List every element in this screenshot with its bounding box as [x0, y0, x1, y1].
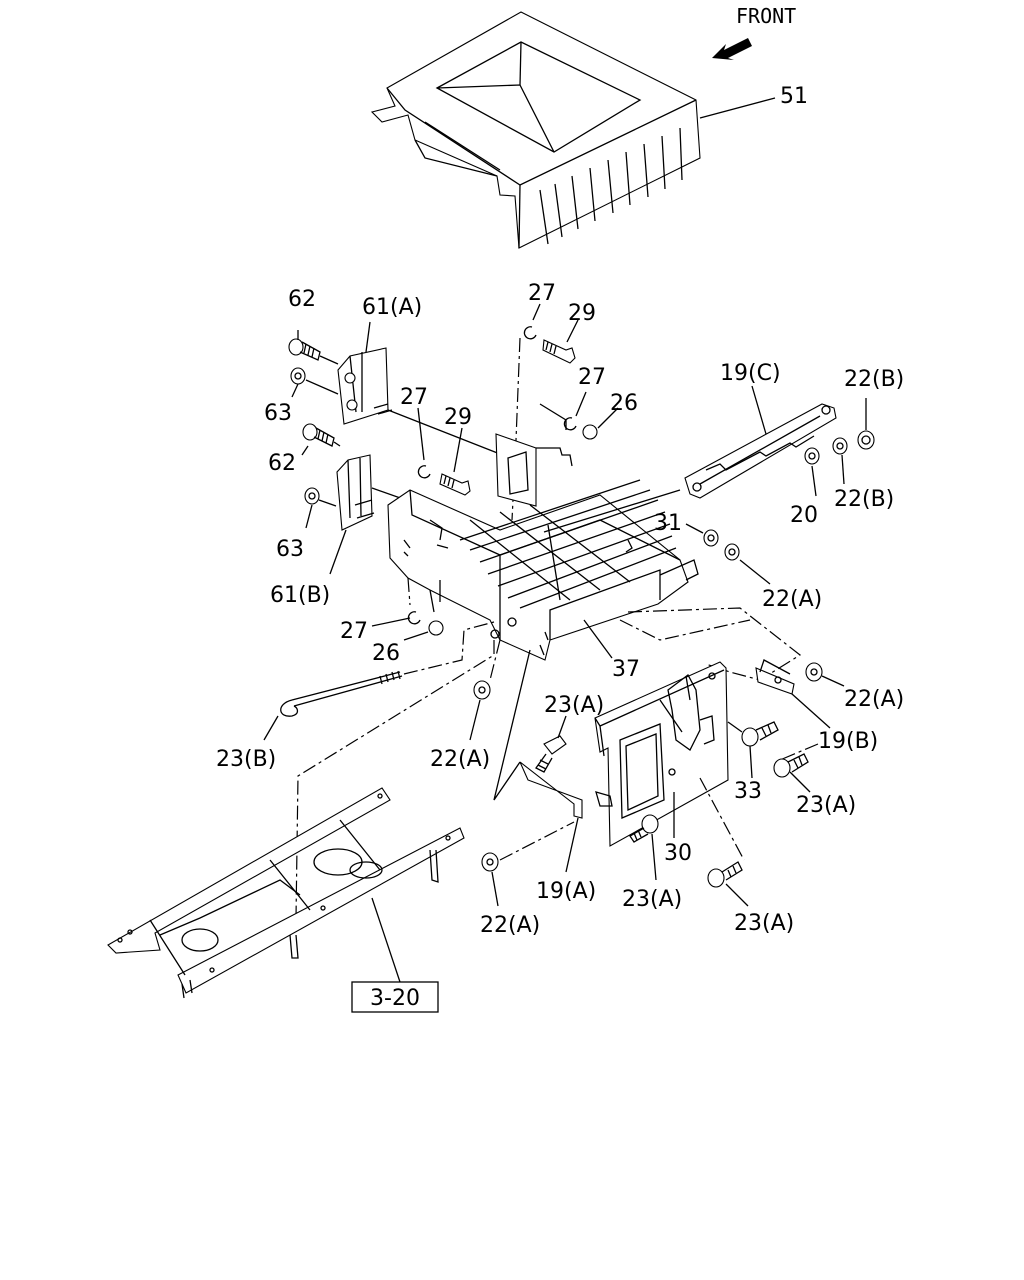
callout-27-mid: 27 [578, 365, 606, 390]
part-27-clip-lower [407, 611, 421, 625]
part-63-nut-upper [290, 367, 306, 385]
part-23a-bolt-upper [535, 735, 567, 773]
callout-19b: 19(B) [818, 729, 878, 754]
callout-22a-bottom: 22(A) [480, 913, 540, 938]
part-33-bolt [741, 721, 779, 747]
callout-19c: 19(C) [720, 361, 781, 386]
part-22a-nut-bottom [481, 852, 499, 872]
callout-23b: 23(B) [216, 747, 276, 772]
part-22a-nut-right [724, 543, 740, 561]
part-62-bolt-lower [302, 423, 335, 447]
part-37-tray [387, 479, 699, 661]
callout-22a-center: 22(A) [430, 747, 490, 772]
part-26-nut-upper [582, 424, 598, 440]
front-arrow-icon [712, 38, 752, 60]
callout-62-lower: 62 [268, 451, 296, 476]
callout-26-upper: 26 [610, 391, 638, 416]
part-23a-bolt-lower-center [629, 814, 659, 843]
part-19b-bracket [755, 659, 795, 695]
reference-box-label[interactable]: 3-20 [370, 986, 420, 1011]
part-62-bolt-upper [288, 338, 321, 361]
callout-29-upper: 29 [568, 301, 596, 326]
callout-22b-top: 22(B) [844, 367, 904, 392]
part-51-cover [370, 11, 701, 249]
callout-22b-bottom: 22(B) [834, 487, 894, 512]
callout-27-top: 27 [528, 281, 556, 306]
callout-27-lower: 27 [340, 619, 368, 644]
callout-63-upper: 63 [264, 401, 292, 426]
callout-22a-right: 22(A) [762, 587, 822, 612]
part-29-bolt-mid [439, 473, 471, 496]
callout-62-upper: 62 [288, 287, 316, 312]
callout-29-mid: 29 [444, 405, 472, 430]
callout-27-left: 27 [400, 385, 428, 410]
part-22a-nut-center [473, 680, 491, 700]
part-61b-bracket [336, 454, 375, 531]
part-22b-nut-right [857, 430, 875, 450]
part-29-bolt-upper [542, 339, 576, 364]
part-30-holder [594, 661, 729, 847]
callout-19a: 19(A) [536, 879, 596, 904]
part-20-washer [804, 447, 820, 465]
callout-20: 20 [790, 503, 818, 528]
callout-37: 37 [612, 657, 640, 682]
part-plate-upper [495, 403, 573, 507]
part-19c-bar [684, 403, 837, 499]
part-23a-bolt-lower-right [707, 861, 743, 888]
part-26-nut-lower [428, 620, 444, 636]
part-63-nut-lower [304, 487, 320, 505]
part-61a-bracket [337, 347, 389, 425]
part-23b-hook-rod [280, 670, 403, 717]
callout-labels: 51 62 61(A) 27 29 27 26 19(C) 22(B) 63 2… [216, 84, 904, 938]
callout-26-lower: 26 [372, 641, 400, 666]
callout-61a: 61(A) [362, 295, 422, 320]
chassis-frame-3-20 [107, 787, 465, 999]
callout-23a-lower-center: 23(A) [622, 887, 682, 912]
reference-box[interactable] [351, 981, 439, 1013]
callout-30: 30 [664, 841, 692, 866]
callout-22a-far-right: 22(A) [844, 687, 904, 712]
callout-31: 31 [654, 511, 682, 536]
callout-23a-lower-right: 23(A) [734, 911, 794, 936]
part-22a-nut-far-right [805, 662, 823, 682]
callout-51: 51 [780, 84, 808, 109]
callout-33: 33 [734, 779, 762, 804]
callout-23a-upper: 23(A) [544, 693, 604, 718]
part-31-nut [703, 529, 719, 547]
callout-61b: 61(B) [270, 583, 330, 608]
part-27-clip-left [417, 465, 431, 479]
callout-63-lower: 63 [276, 537, 304, 562]
part-27-clip-mid [563, 417, 577, 431]
part-27-clip-top [523, 326, 537, 340]
part-19a-bracket [519, 761, 613, 819]
part-22b-nut-left [832, 437, 848, 455]
front-label: FRONT [736, 4, 796, 28]
callout-23a-right: 23(A) [796, 793, 856, 818]
